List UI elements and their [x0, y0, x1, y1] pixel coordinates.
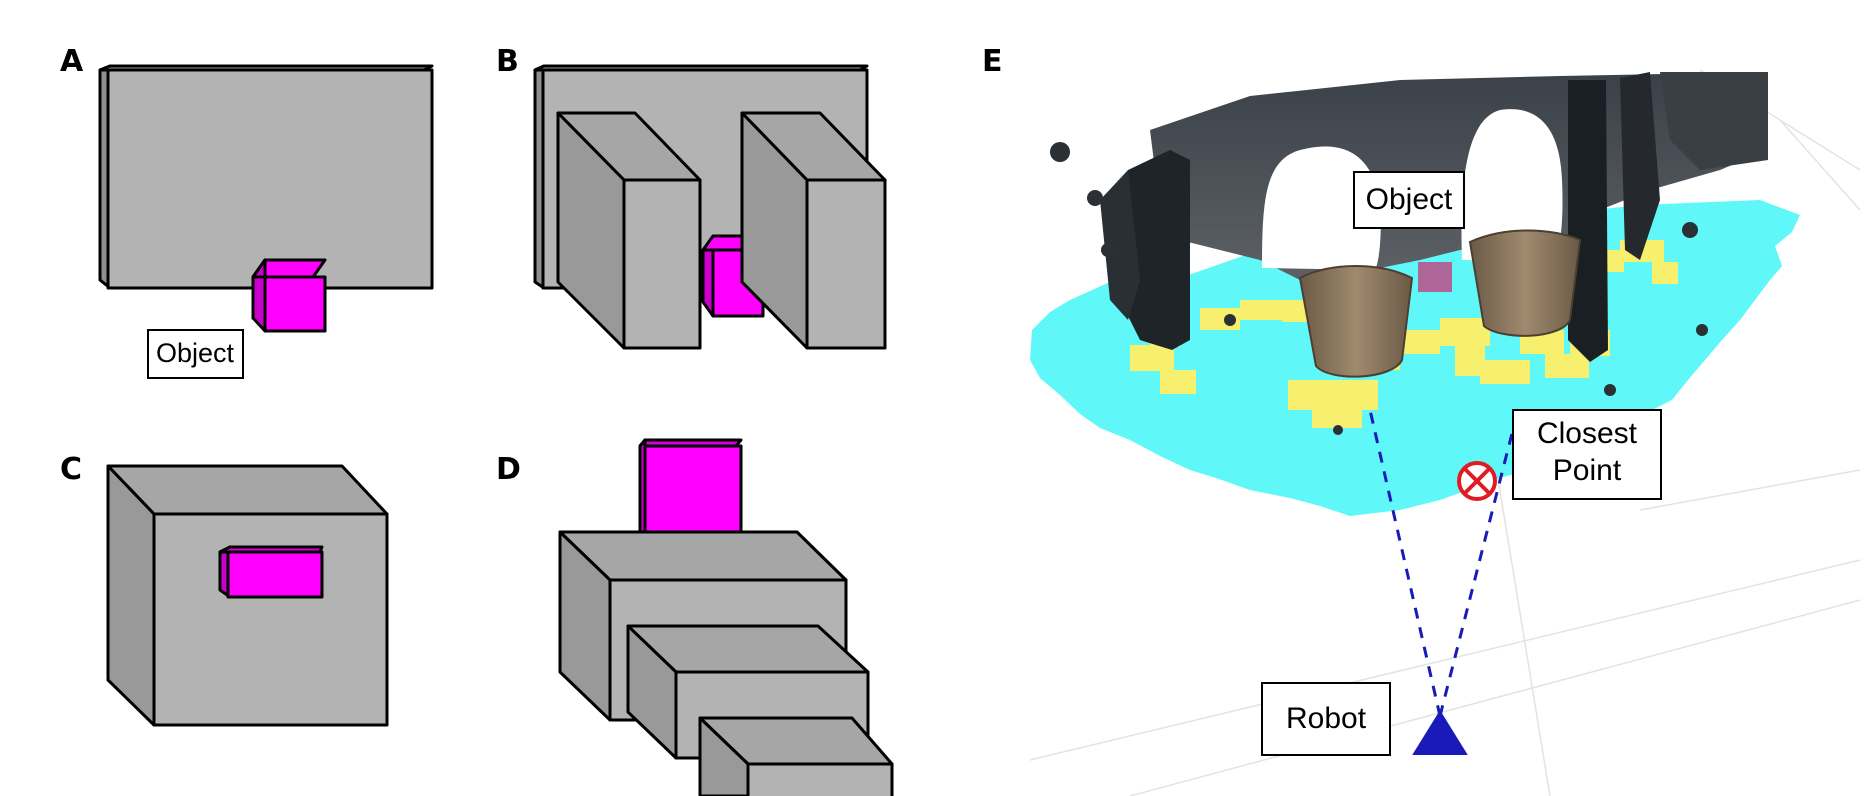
panel-b-diagram — [533, 64, 887, 350]
object-label: Object — [1366, 183, 1453, 216]
object-cube-left — [251, 275, 267, 333]
panel-c-diagram — [106, 464, 389, 727]
object-slot-front — [226, 550, 324, 599]
box-front — [152, 512, 389, 727]
basket-left — [1298, 265, 1414, 378]
closest-point-marker-icon — [1457, 461, 1497, 501]
robot-label: Robot — [1286, 702, 1367, 735]
hidden-object-hint — [1418, 262, 1452, 292]
wall-front — [106, 68, 434, 290]
panel-letter-a: A — [60, 44, 84, 79]
panel-letter-e: E — [982, 44, 1003, 79]
basket-right — [1468, 229, 1582, 337]
panel-a-diagram: Object — [98, 64, 434, 379]
object-cube-left — [701, 248, 715, 318]
closest-point-label-box — [1512, 409, 1662, 500]
object-label-box — [147, 329, 244, 379]
object-label-box — [1353, 171, 1465, 229]
right-pillar-front — [805, 178, 887, 350]
panel-letter-b: B — [496, 44, 519, 79]
closest-point-label-line2: Point — [1553, 454, 1622, 487]
object-label: Object — [156, 338, 235, 368]
robot-label-box — [1261, 682, 1391, 756]
closest-point-label-line1: Closest — [1537, 417, 1638, 450]
sight-lines — [1368, 409, 1520, 717]
tier-3-side — [698, 716, 750, 796]
robot-icon — [1412, 710, 1468, 755]
tier-3-front — [746, 762, 894, 796]
floor-region — [1030, 200, 1800, 516]
panel-letter-c: C — [60, 452, 83, 487]
panel-letter-d: D — [496, 452, 521, 487]
object-front — [643, 444, 743, 540]
left-pillar-front — [622, 178, 702, 350]
panel-d-diagram — [558, 438, 894, 796]
